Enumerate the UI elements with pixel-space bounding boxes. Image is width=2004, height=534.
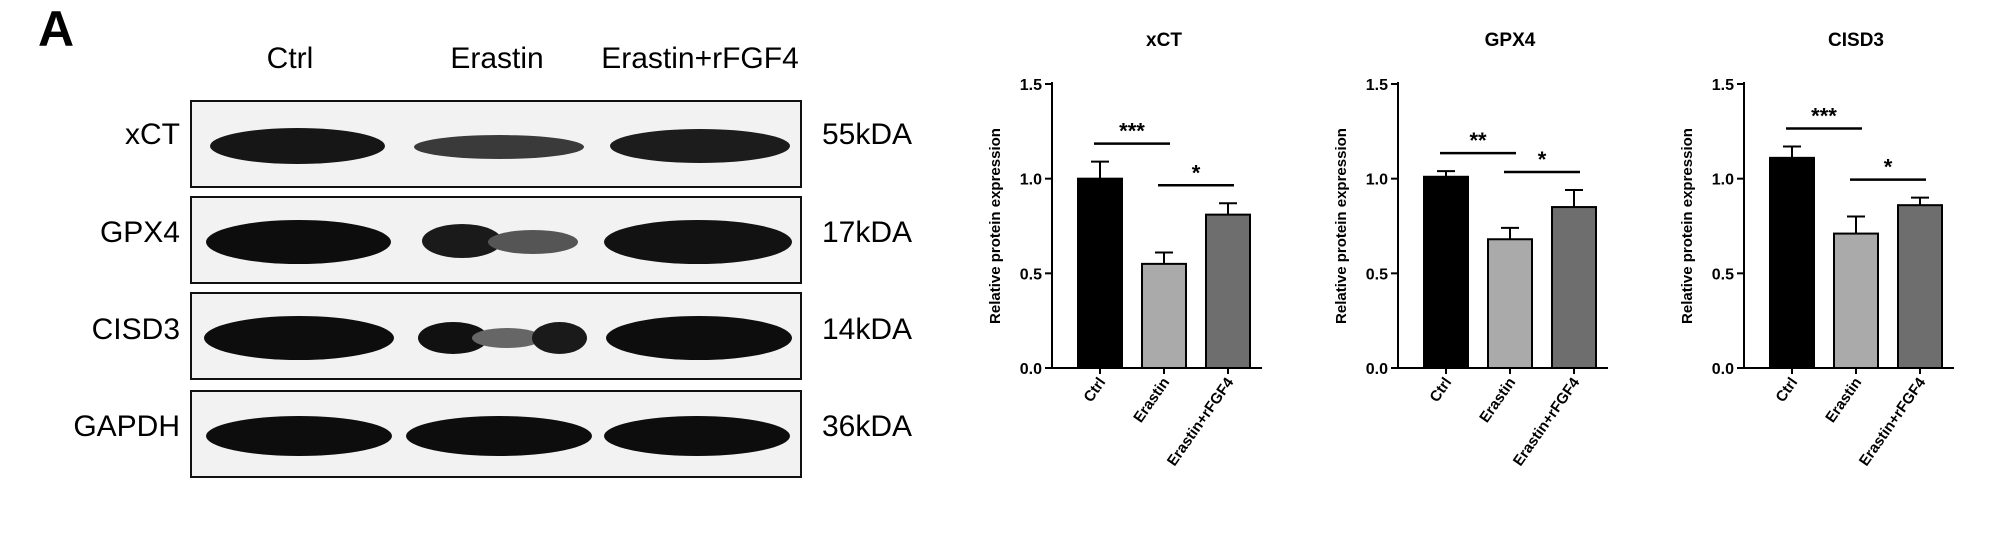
band-gapdh-erastin [406,416,592,456]
y-axis-label-cisd3: Relative protein expression [1679,128,1696,324]
chart-title-gpx4: GPX4 [1485,30,1536,51]
y-tick-label-xct-2: 1.0 [1020,172,1042,189]
band-cisd3-erastin-mid [472,328,542,348]
band-gapdh-ctrl [206,416,392,456]
x-tick-label-gpx4-2: Erastin+rFGF4 [1510,374,1584,469]
band-xct-erastin [414,135,584,159]
band-xct-rfgf4 [610,129,790,163]
y-tick-label-cisd3-1: 0.5 [1712,266,1734,283]
protein-label-gpx4: GPX4 [99,216,180,249]
x-tick-label-cisd3-1: Erastin [1822,375,1865,426]
significance-label-gpx4-0: ** [1469,128,1487,153]
bar-cisd3-2 [1897,204,1943,369]
chart-title-xct: xCT [1146,30,1182,51]
y-tick-label-xct-1: 0.5 [1020,266,1042,283]
blot-row-xct [190,100,802,188]
band-gpx4-ctrl [206,220,391,264]
band-gapdh-rfgf4 [604,416,790,456]
x-tick-label-gpx4-1: Erastin [1476,375,1519,426]
bar-gpx4-2 [1551,206,1597,369]
y-tick-label-xct-0: 0.0 [1020,361,1042,378]
bar-gpx4-1 [1487,238,1533,369]
blot-row-gapdh [190,390,802,478]
y-tick-label-cisd3-2: 1.0 [1712,172,1734,189]
y-axis-label-gpx4: Relative protein expression [1333,128,1350,324]
kda-label-cisd3: 14kDA [822,313,913,346]
significance-label-xct-1: * [1192,160,1201,185]
kda-label-gapdh: 36kDA [822,410,913,443]
lane-label-erastin: Erastin [450,42,544,75]
band-cisd3-ctrl [204,316,394,360]
y-tick-label-gpx4-0: 0.0 [1366,361,1388,378]
y-tick-label-gpx4-3: 1.5 [1366,77,1388,94]
significance-label-gpx4-1: * [1538,147,1547,172]
x-tick-label-xct-0: Ctrl [1081,375,1110,406]
lane-label-ctrl: Ctrl [266,42,314,75]
protein-label-gapdh: GAPDH [73,410,180,443]
protein-label-xct: xCT [125,118,180,151]
significance-label-cisd3-1: * [1884,155,1893,180]
x-tick-label-cisd3-0: Ctrl [1773,375,1802,406]
bar-xct-0 [1077,177,1123,369]
band-gpx4-rfgf4 [604,220,792,264]
bar-gpx4-0 [1423,175,1469,369]
protein-label-cisd3: CISD3 [91,313,180,346]
bar-xct-1 [1141,262,1187,369]
lane-label-erastin-rfgf4: Erastin+rFGF4 [601,42,799,75]
y-tick-label-xct-3: 1.5 [1020,77,1042,94]
x-tick-label-xct-2: Erastin+rFGF4 [1164,374,1238,469]
significance-label-xct-0: *** [1119,119,1145,144]
x-tick-label-cisd3-2: Erastin+rFGF4 [1856,374,1930,469]
y-tick-label-gpx4-2: 1.0 [1366,172,1388,189]
band-cisd3-erastin-right [532,322,587,354]
significance-label-cisd3-0: *** [1811,103,1837,128]
band-gpx4-erastin-tail [488,230,578,254]
panel-letter: A [38,1,75,57]
bar-chart-xct: xCT Relative protein expression 0.0 0.5 1.0 1… [987,30,1262,469]
y-axis-label-xct: Relative protein expression [987,128,1004,324]
chart-title-cisd3: CISD3 [1828,30,1884,51]
x-tick-label-gpx4-0: Ctrl [1427,375,1456,406]
y-tick-label-cisd3-3: 1.5 [1712,77,1734,94]
band-cisd3-rfgf4 [606,316,792,360]
bar-cisd3-1 [1833,232,1879,369]
bar-cisd3-0 [1769,156,1815,369]
y-tick-label-gpx4-1: 0.5 [1366,266,1388,283]
kda-label-xct: 55kDA [822,118,913,151]
bar-xct-2 [1205,213,1251,369]
kda-label-gpx4: 17kDA [822,216,913,249]
band-xct-ctrl [210,128,385,164]
blot-row-gpx4 [190,196,802,284]
blot-row-cisd3 [190,292,802,380]
x-tick-label-xct-1: Erastin [1130,375,1173,426]
y-tick-label-cisd3-0: 0.0 [1712,361,1734,378]
